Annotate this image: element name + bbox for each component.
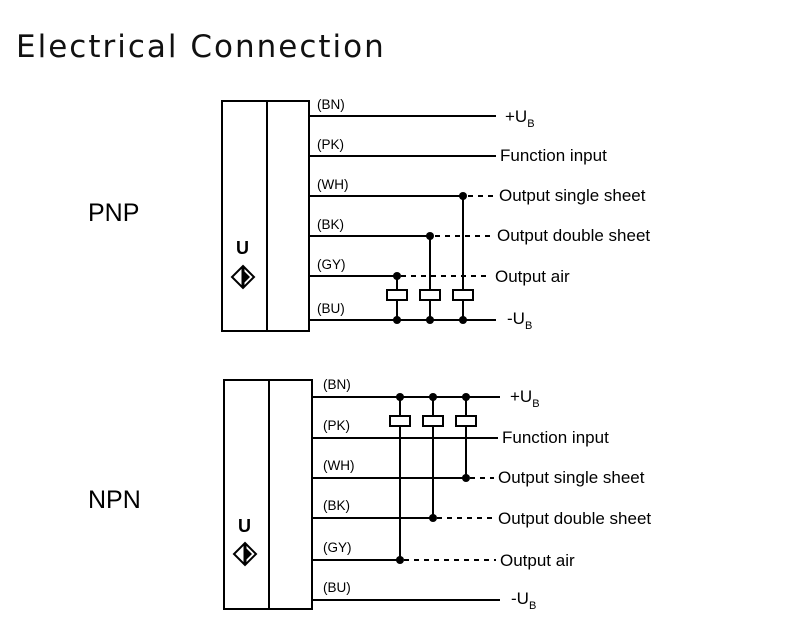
signal-label: -UB: [507, 309, 532, 332]
load-resistor: [452, 289, 474, 301]
wire-code: (BN): [323, 377, 351, 392]
wire-code: (WH): [317, 177, 348, 192]
signal-label: Output double sheet: [498, 509, 651, 528]
junction-dot: [396, 556, 404, 564]
circuit-type-label: PNP: [88, 199, 139, 227]
load-resistor: [455, 415, 477, 427]
diamond-sensor-icon: [232, 541, 258, 567]
wire-code: (BN): [317, 97, 345, 112]
junction-dot: [429, 393, 437, 401]
signal-label: Output single sheet: [498, 468, 645, 487]
wire-bn: (BN) +UB: [312, 377, 540, 410]
wire-code: (WH): [323, 458, 354, 473]
diamond-sensor-icon: [230, 264, 256, 290]
page-title: Electrical Connection: [16, 29, 386, 65]
wire-code: (BU): [323, 580, 351, 595]
wire-wh: (WH) Output single sheet: [309, 177, 646, 205]
wire-gy: (GY) Output air: [309, 257, 570, 286]
junction-dot: [462, 393, 470, 401]
load-resistor: [422, 415, 444, 427]
junction-dot: [393, 316, 401, 324]
wire-code: (GY): [323, 540, 352, 555]
junction-dot: [429, 514, 437, 522]
junction-dot: [396, 393, 404, 401]
wire-bn: (BN) +UB: [309, 97, 535, 130]
sensor-u-label: U: [236, 238, 249, 258]
wire-pk: (PK) Function input: [312, 418, 609, 447]
load-resistor: [419, 289, 441, 301]
signal-label: +UB: [510, 387, 540, 410]
signal-label: +UB: [505, 107, 535, 130]
junction-dot: [459, 192, 467, 200]
sensor-body: U: [223, 379, 313, 610]
wire-bk: (BK) Output double sheet: [312, 498, 651, 528]
pnp-circuit: PNP U (BN) +UB (PK) Function input (WH): [88, 97, 650, 332]
wire-code: (BK): [323, 498, 350, 513]
junction-dot: [459, 316, 467, 324]
wire-bu: (BU) -UB: [312, 580, 536, 612]
wire-code: (PK): [317, 137, 344, 152]
signal-label: Function input: [502, 428, 609, 447]
wire-bk: (BK) Output double sheet: [309, 217, 650, 245]
wire-code: (GY): [317, 257, 346, 272]
sensor-housing: [221, 100, 310, 332]
wire-gy: (GY) Output air: [312, 540, 575, 570]
signal-label: Function input: [500, 146, 607, 165]
sensor-body: U: [221, 100, 310, 332]
signal-label: Output single sheet: [499, 186, 646, 205]
load-resistors: [389, 393, 477, 564]
wire-code: (PK): [323, 418, 350, 433]
junction-dot: [393, 272, 401, 280]
load-resistor: [386, 289, 408, 301]
npn-circuit: NPN U (BN) +UB (PK) Function input (WH): [88, 377, 651, 612]
wire-code: (BK): [317, 217, 344, 232]
wire-wh: (WH) Output single sheet: [312, 458, 645, 487]
load-resistors: [386, 192, 474, 324]
load-resistor: [389, 415, 411, 427]
signal-label: -UB: [511, 589, 536, 612]
junction-dot: [426, 232, 434, 240]
signal-label: Output air: [495, 267, 570, 286]
sensor-u-label: U: [238, 516, 251, 536]
wire-bu: (BU) -UB: [309, 301, 532, 332]
wire-pk: (PK) Function input: [309, 137, 607, 165]
junction-dot: [462, 474, 470, 482]
signal-label: Output air: [500, 551, 575, 570]
junction-dot: [426, 316, 434, 324]
circuit-type-label: NPN: [88, 486, 141, 514]
wire-code: (BU): [317, 301, 345, 316]
signal-label: Output double sheet: [497, 226, 650, 245]
